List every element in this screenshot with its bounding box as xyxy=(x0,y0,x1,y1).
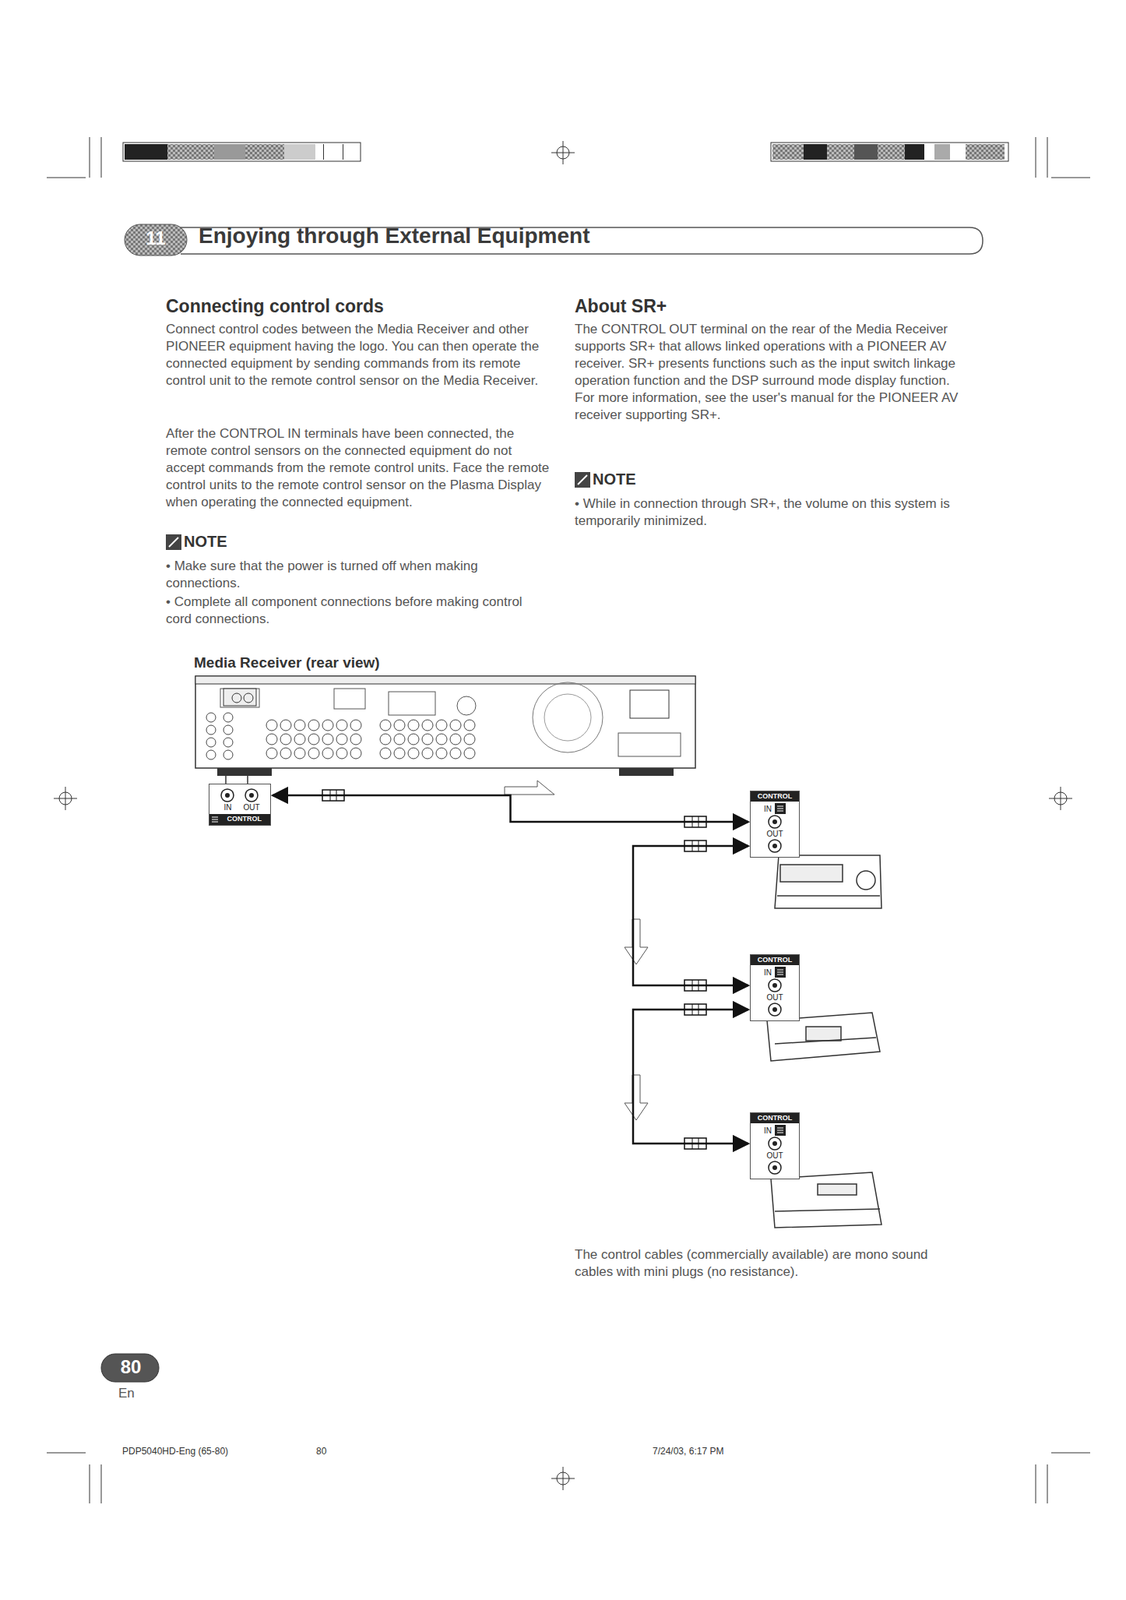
control-cable xyxy=(272,795,749,822)
terminal-label: OUT xyxy=(766,992,783,1002)
control-band: CONTROL xyxy=(750,954,799,965)
figure-heading: Media Receiver (rear view) xyxy=(193,654,697,672)
sr-logo xyxy=(209,813,219,825)
terminal-label: IN xyxy=(763,967,772,977)
crop-marks xyxy=(46,137,1091,1503)
in-row: IN xyxy=(763,966,786,978)
page-badge xyxy=(101,1353,159,1382)
control-band: CONTROL xyxy=(750,1112,799,1123)
device-control-panel: CONTROL IN OUT xyxy=(749,953,800,1021)
paragraph: After the CONTROL IN terminals have been… xyxy=(165,425,552,511)
figure-caption: The control cables (commercially availab… xyxy=(574,1245,965,1281)
paragraph: Connect control codes between the Media … xyxy=(165,320,552,390)
sr-logo xyxy=(774,802,786,814)
jack-row: IN OUT xyxy=(219,784,260,812)
note-icon xyxy=(165,534,182,550)
header-bars xyxy=(123,142,1009,162)
chapter-badge xyxy=(124,224,187,256)
control-jack-panel: IN OUTCONTROL xyxy=(208,783,271,826)
device-control-panel: CONTROL IN OUT xyxy=(749,790,800,858)
jack-socket xyxy=(767,1001,783,1017)
control-cable xyxy=(633,845,749,986)
note-heading: NOTE xyxy=(569,470,687,488)
direction-arrow xyxy=(504,780,648,1120)
media-receiver: Media Receiver (rear view) xyxy=(193,654,697,783)
jack-socket xyxy=(243,787,260,803)
chapter-number: 11 xyxy=(124,229,187,247)
terminal-label: IN xyxy=(763,804,772,813)
footer-date: 7/24/03, 6:17 PM xyxy=(652,1442,809,1460)
note-heading: NOTE xyxy=(160,532,278,550)
sr-logo xyxy=(774,966,786,978)
note-item: • Complete all component connections bef… xyxy=(165,593,552,628)
terminal-label: OUT xyxy=(242,802,260,812)
page-number: 80 xyxy=(107,1358,155,1376)
note-item: • Make sure that the power is turned off… xyxy=(165,557,552,592)
in-row: IN xyxy=(763,1124,786,1136)
title-frame xyxy=(180,227,983,254)
terminal-label: OUT xyxy=(766,1150,783,1160)
jack-socket xyxy=(767,813,783,830)
section-heading: Connecting control cords xyxy=(165,297,556,315)
in-row: IN xyxy=(763,802,786,814)
sr-logo xyxy=(774,1124,786,1136)
jack-socket xyxy=(767,837,783,854)
note-item: • While in connection through SR+, the v… xyxy=(574,495,965,530)
terminal-label: OUT xyxy=(766,829,783,838)
section-heading: About SR+ xyxy=(574,297,965,315)
receiver-rear-illustration xyxy=(193,674,697,780)
band-row: CONTROL xyxy=(209,813,271,825)
jack-socket xyxy=(219,787,236,803)
page-title: Enjoying through External Equipment xyxy=(198,227,590,245)
note-icon xyxy=(574,471,591,488)
jack-column: OUT xyxy=(242,787,260,812)
jack-column: IN xyxy=(219,787,236,812)
paragraph: The CONTROL OUT terminal on the rear of … xyxy=(574,320,965,424)
control-cable xyxy=(633,1009,749,1144)
jack-socket xyxy=(767,1135,783,1151)
footer-file: PDP5040HD-Eng (65-80) xyxy=(122,1442,317,1460)
terminal-label: IN xyxy=(763,1126,772,1135)
jack-socket xyxy=(767,1159,783,1176)
jack-socket xyxy=(767,977,783,993)
control-band: CONTROL xyxy=(750,791,799,802)
terminal-label: IN xyxy=(223,802,232,812)
language-code: En xyxy=(118,1384,150,1402)
footer-page: 80 xyxy=(316,1442,363,1460)
device-control-panel: CONTROL IN OUT xyxy=(749,1111,800,1179)
control-band: CONTROL xyxy=(218,813,271,825)
